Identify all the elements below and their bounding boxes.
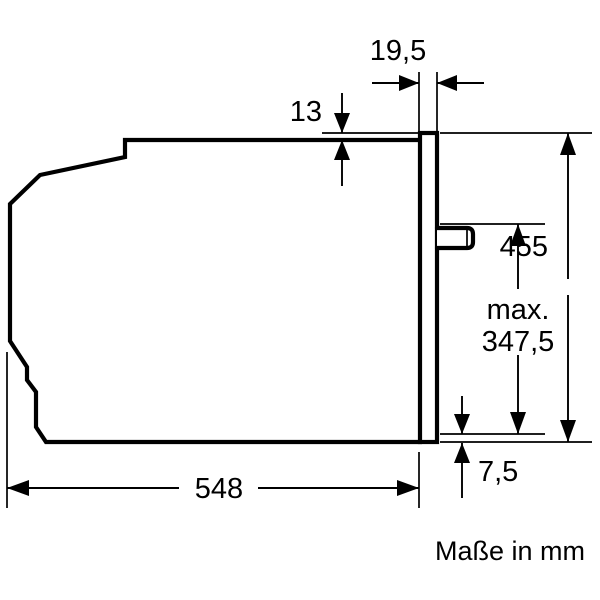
arrowhead-19-5-left <box>399 75 419 91</box>
appliance-body-outline <box>7 137 422 445</box>
arrowhead-7-5-down <box>454 414 470 434</box>
dimension-max-347-5: max. 347,5 <box>440 223 555 435</box>
arrowhead-455-down <box>560 420 576 442</box>
door-handle-path <box>434 225 476 251</box>
arrowhead-347-5-up <box>510 224 526 246</box>
front-door-panel <box>417 130 440 445</box>
dimension-548: 548 <box>6 352 420 508</box>
units-caption: Maße in mm <box>435 536 585 566</box>
dim-label-347-5: 347,5 <box>482 326 555 358</box>
dimension-7-5: 7,5 <box>454 396 518 498</box>
arrowhead-548-left <box>7 480 29 496</box>
dimension-19-5: 19,5 <box>370 35 484 132</box>
dim-label-7-5: 7,5 <box>478 456 518 488</box>
arrowhead-19-5-right <box>437 75 457 91</box>
arrowhead-13-down <box>334 113 350 133</box>
dimension-13: 13 <box>290 93 420 186</box>
dim-label-19-5: 19,5 <box>370 35 426 67</box>
arrowhead-455-up <box>560 133 576 155</box>
appliance-body-path <box>7 137 422 445</box>
arrowhead-347-5-down <box>510 412 526 434</box>
arrowhead-548-right <box>397 480 419 496</box>
arrowhead-13-up <box>334 140 350 160</box>
arrowhead-7-5-up <box>454 443 470 463</box>
door-panel-rect <box>417 130 440 445</box>
dim-label-max: max. <box>487 294 550 326</box>
dim-label-455: 455 <box>500 231 548 263</box>
door-handle <box>434 225 476 251</box>
dimension-455: 455 <box>440 132 592 443</box>
dim-label-13: 13 <box>290 96 322 128</box>
dim-label-548: 548 <box>195 473 243 505</box>
